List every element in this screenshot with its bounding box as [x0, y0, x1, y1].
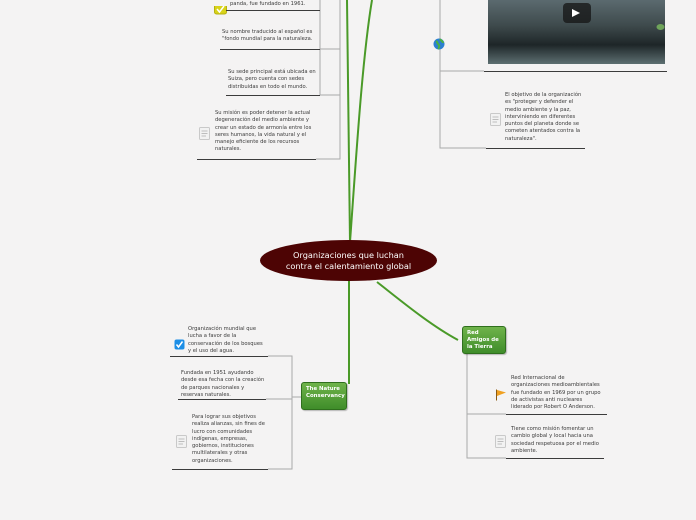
red-amigos-label: Red Amigos de la Tierra	[467, 330, 499, 350]
leaf-icon	[656, 16, 665, 35]
divider	[486, 148, 585, 149]
divider	[484, 71, 667, 72]
check-icon	[214, 0, 228, 19]
headquarters-text: Su sede principal está ubicada en Suiza,…	[228, 69, 316, 90]
divider	[170, 356, 268, 357]
red-amigos-item-1: Red Internacional de organizaciones medi…	[511, 375, 601, 411]
divider	[226, 10, 320, 11]
checkbox-icon	[174, 335, 185, 354]
divider	[197, 159, 316, 160]
objective-text: El objetivo de la organización es "prote…	[505, 92, 582, 142]
nature-item-1: Organización mundial que lucha a favor d…	[188, 326, 263, 354]
divider	[506, 414, 607, 415]
note-icon	[199, 125, 210, 144]
note-icon	[495, 433, 506, 452]
nature-conservancy-label: The Nature Conservancy	[306, 386, 345, 399]
name-meaning-text: Su nombre traducido al español es "fondo…	[222, 29, 313, 43]
red-amigos-topic[interactable]: Red Amigos de la Tierra	[462, 326, 506, 354]
divider	[226, 95, 320, 96]
central-topic-label: Organizaciones que luchan contra el cale…	[285, 250, 412, 271]
globe-icon	[433, 35, 445, 54]
mission-text: Su misión es poder detener la actual deg…	[215, 110, 312, 153]
nature-conservancy-topic[interactable]: The Nature Conservancy	[301, 382, 347, 410]
divider	[220, 49, 320, 50]
central-topic[interactable]: Organizaciones que luchan contra el cale…	[260, 240, 437, 281]
founded-fragment-text: panda, fue fundado en 1961.	[230, 0, 306, 7]
nature-item-3: Para lograr sus objetivos realiza alianz…	[192, 414, 265, 464]
divider	[506, 458, 604, 459]
divider	[178, 399, 266, 400]
flag-icon	[495, 386, 507, 405]
red-amigos-item-2: Tiene como misión fomentar un cambio glo…	[511, 426, 599, 454]
play-icon[interactable]	[572, 9, 580, 17]
nature-item-2: Fundada en 1951 ayudando desde esa fecha…	[181, 370, 265, 398]
note-icon	[176, 433, 187, 452]
divider	[172, 469, 268, 470]
note-icon	[490, 111, 501, 130]
